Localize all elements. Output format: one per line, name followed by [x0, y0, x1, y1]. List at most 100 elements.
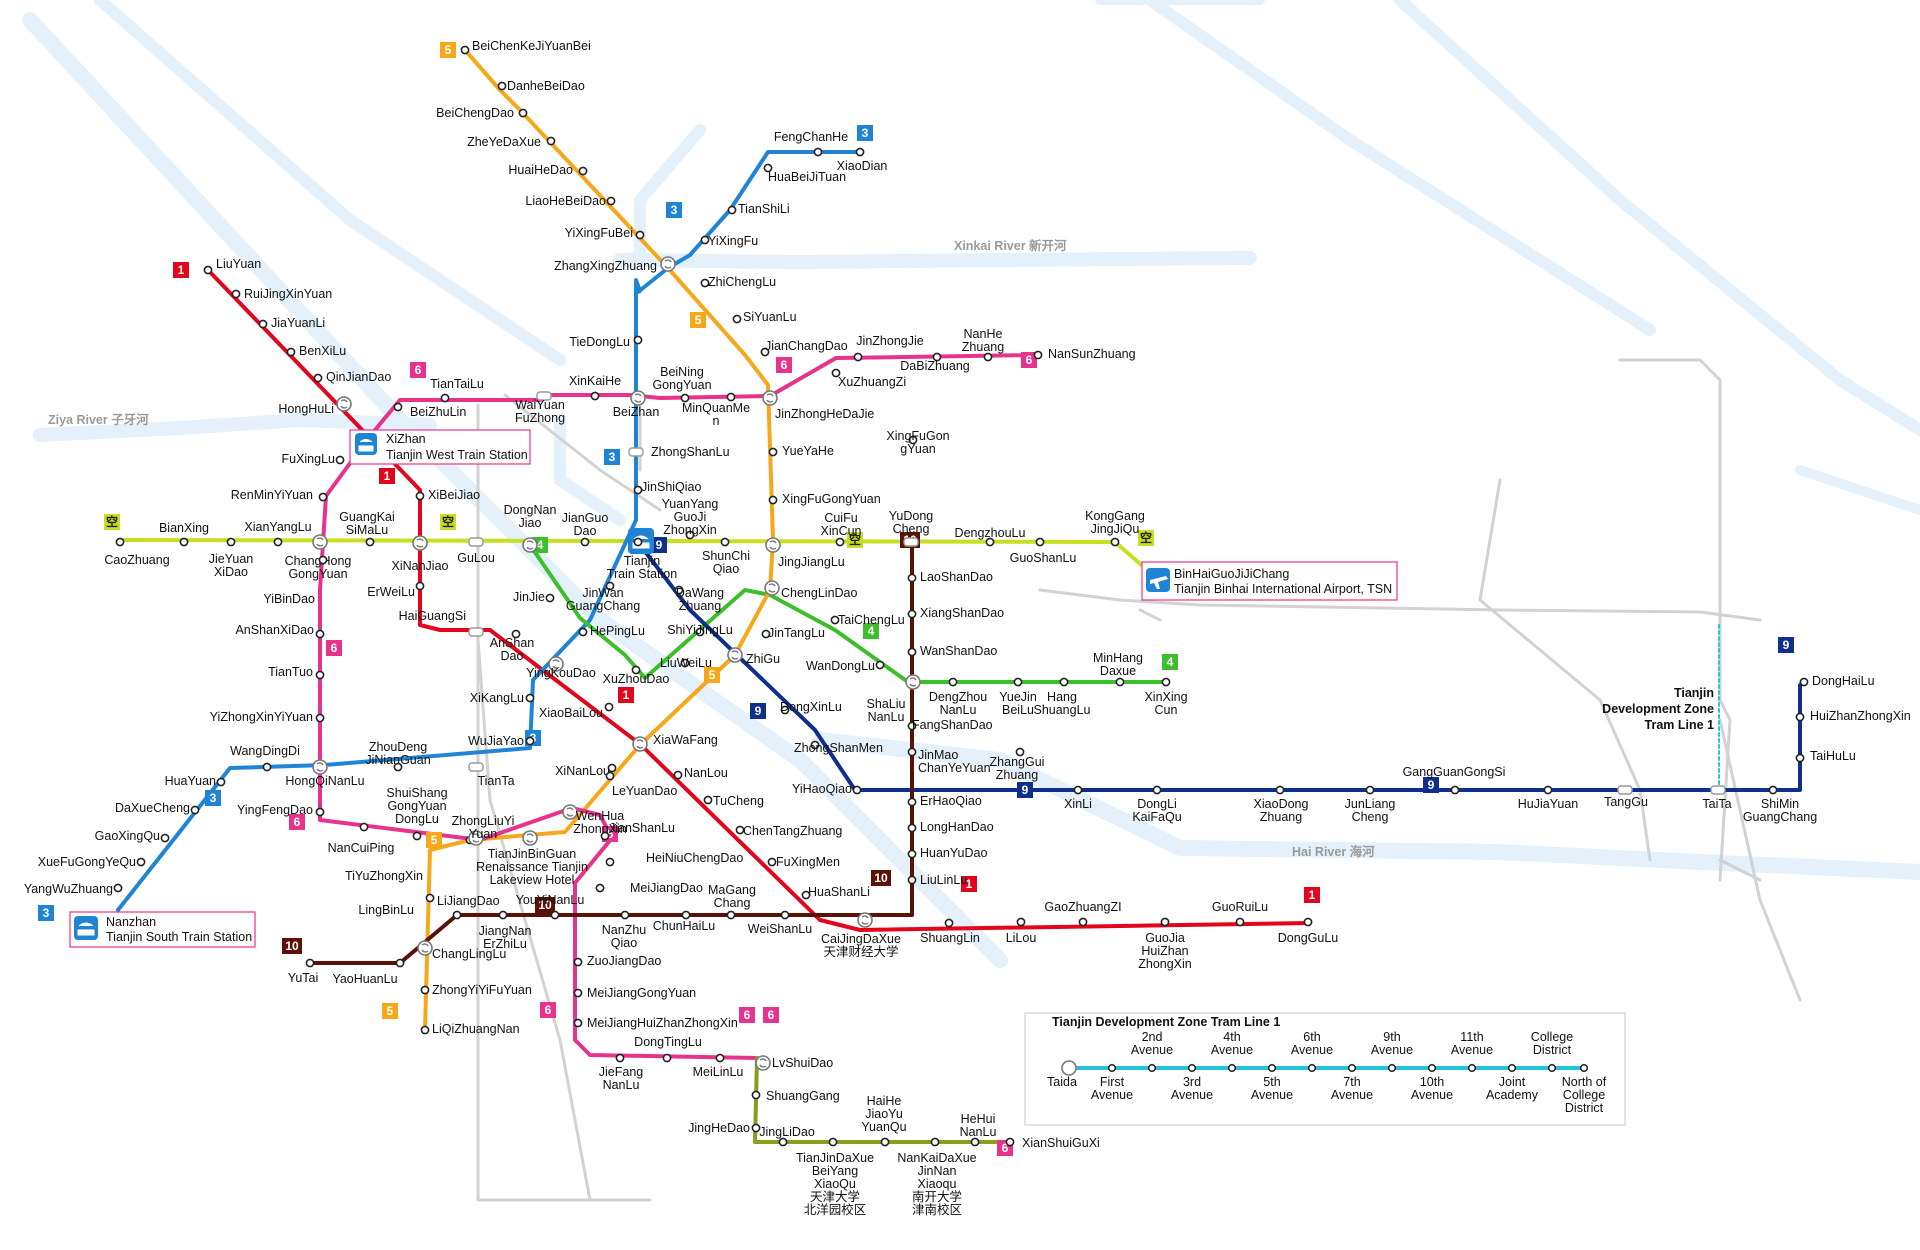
- station-HuaYuan[interactable]: HuaYuan: [165, 774, 226, 788]
- line-badge-3[interactable]: 3: [857, 125, 873, 141]
- line-badge-9[interactable]: 9: [1423, 777, 1439, 793]
- station-JianShanLu[interactable]: JianShanLu: [600, 821, 675, 841]
- station-DaBiZhuang[interactable]: DaBiZhuang: [900, 352, 970, 373]
- station-YueYaHe[interactable]: YueYaHe: [768, 444, 834, 458]
- station-XinKaiHe[interactable]: XinKaiHe: [569, 374, 621, 401]
- line-badge-2[interactable]: 空: [440, 514, 456, 530]
- station-BeiChenKeJiYuanBei[interactable]: BeiChenKeJiYuanBei: [460, 39, 591, 55]
- station-ChengLinDao[interactable]: ChengLinDao: [764, 580, 857, 600]
- station-LiuLinLu[interactable]: LiuLinLu: [907, 873, 967, 887]
- station-HongHuLi[interactable]: HongHuLi: [278, 396, 352, 416]
- line-badge-1[interactable]: 1: [961, 876, 977, 892]
- station-MeiJiangDao[interactable]: MeiJiangDao: [595, 881, 703, 895]
- station-FuXingMen[interactable]: FuXingMen: [767, 855, 840, 869]
- station-XuZhouDao[interactable]: XuZhouDao: [603, 665, 670, 686]
- station-JingHeDao[interactable]: JingHeDao: [688, 1121, 761, 1135]
- station-MeiJiangHuiZhanZhongXin[interactable]: MeiJiangHuiZhanZhongXin: [573, 1016, 738, 1030]
- tram-station-taida[interactable]: Taida: [1047, 1060, 1077, 1089]
- station-LvShuiDao[interactable]: LvShuiDao: [755, 1055, 833, 1071]
- station-AnShanXiDao[interactable]: AnShanXiDao: [235, 623, 325, 639]
- station-ZhongShanLu[interactable]: ZhongShanLu: [628, 445, 730, 459]
- station-WanShanDao[interactable]: WanShanDao: [907, 644, 997, 658]
- line-badge-5[interactable]: 5: [690, 312, 706, 328]
- station-DaXueCheng[interactable]: DaXueCheng: [115, 801, 200, 815]
- line-badge-9[interactable]: 9: [750, 703, 766, 719]
- station-BianXing[interactable]: BianXing: [159, 521, 209, 547]
- line-badge-1[interactable]: 1: [173, 262, 189, 278]
- station-YiZhongXinYiYuan[interactable]: YiZhongXinYiYuan: [210, 710, 325, 724]
- station-XianShuiGuXi[interactable]: XianShuiGuXi: [1005, 1136, 1100, 1150]
- station-FuXingLu[interactable]: FuXingLu: [281, 452, 345, 466]
- station-XiaoBaiLou[interactable]: XiaoBaiLou: [539, 702, 614, 720]
- station-ErHaoQiao[interactable]: ErHaoQiao: [907, 794, 982, 808]
- station-JinJie[interactable]: JinJie: [513, 590, 555, 604]
- station-FangShanDao[interactable]: FangShanDao: [907, 718, 993, 732]
- station-WuJiaYao[interactable]: WuJiaYao: [468, 734, 535, 748]
- station-ShiYiJingLu[interactable]: ShiYiJingLu: [667, 623, 733, 637]
- line-badge-10[interactable]: 10: [535, 897, 555, 913]
- line-badge-4[interactable]: 4: [863, 623, 879, 639]
- line-badge-5[interactable]: 5: [440, 42, 456, 58]
- station-ChenTangZhuang[interactable]: ChenTangZhuang: [735, 824, 842, 838]
- station-ShuangGang[interactable]: ShuangGang: [751, 1089, 840, 1103]
- station-JinZhongJie[interactable]: JinZhongJie: [853, 334, 924, 362]
- station-XuZhuangZi[interactable]: XuZhuangZi: [831, 368, 906, 389]
- station-ChunHaiLu[interactable]: ChunHaiLu: [653, 910, 716, 933]
- station-JinShiQiao[interactable]: JinShiQiao: [633, 480, 701, 495]
- station-LongHanDao[interactable]: LongHanDao: [907, 820, 994, 834]
- station-XiaWaFang[interactable]: XiaWaFang: [632, 733, 718, 752]
- line-badge-3[interactable]: 3: [666, 202, 682, 218]
- station-XiangShanDao[interactable]: XiangShanDao: [907, 606, 1004, 620]
- station-LiuWeiLu[interactable]: LiuWeiLu: [660, 656, 712, 670]
- station-JinZhongHeDaJie[interactable]: JinZhongHeDaJie: [762, 390, 874, 421]
- station-LeYuanDao[interactable]: LeYuanDao: [605, 771, 677, 798]
- station-TaiTa[interactable]: TaiTa: [1702, 785, 1732, 811]
- station-QinJianDao[interactable]: QinJianDao: [313, 370, 391, 384]
- station-YangWuZhuang[interactable]: YangWuZhuang: [24, 882, 123, 896]
- line-badge-2[interactable]: 空: [104, 514, 120, 530]
- line-badge-5[interactable]: 5: [426, 832, 442, 848]
- station-BenXiLu[interactable]: BenXiLu: [286, 344, 346, 358]
- station-BeiChengDao[interactable]: BeiChengDao: [436, 106, 528, 120]
- line-badge-6[interactable]: 6: [289, 814, 305, 830]
- station-TieDongLu[interactable]: TieDongLu: [569, 335, 643, 349]
- station-ZuoJiangDao[interactable]: ZuoJiangDao: [573, 954, 661, 968]
- station-HuaiHeDao[interactable]: HuaiHeDao: [508, 163, 588, 177]
- line-badge-9[interactable]: 9: [1778, 637, 1794, 653]
- station-GaoXingQu[interactable]: GaoXingQu: [95, 829, 170, 843]
- station-YiXingFuBei[interactable]: YiXingFuBei: [565, 226, 645, 240]
- station-XingFuGonGYuan[interactable]: XingFuGongYuan: [886, 429, 949, 456]
- station-HuaBeiJiTuan[interactable]: HuaBeiJiTuan: [763, 163, 846, 184]
- station-CaoZhuang[interactable]: CaoZhuang: [104, 537, 170, 567]
- station-NanSunZhuang[interactable]: NanSunZhuang: [1033, 347, 1136, 361]
- station-XinLi[interactable]: XinLi: [1064, 785, 1092, 811]
- station-GuLou[interactable]: GuLou: [457, 537, 495, 565]
- station-JingJiangLu[interactable]: JingJiangLu: [765, 537, 845, 569]
- line-badge-5[interactable]: 5: [382, 1003, 398, 1019]
- station-LiJiangDao[interactable]: LiJiangDao: [425, 893, 500, 908]
